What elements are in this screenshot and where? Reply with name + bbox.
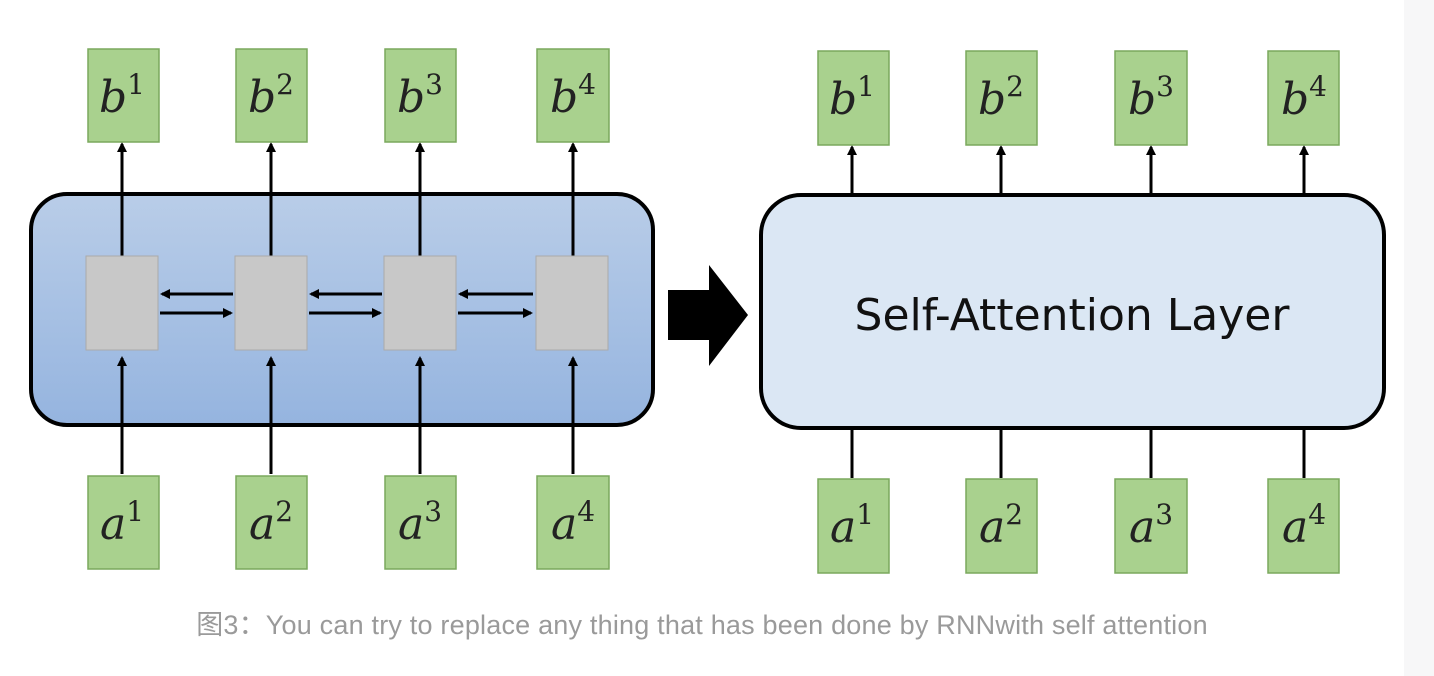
- attention-output-token-1: b1: [817, 50, 890, 146]
- attention-input-token-1: a1: [817, 478, 890, 574]
- rnn-output-token-4: b4: [536, 48, 610, 143]
- rnn-output-token-1: b1: [87, 48, 160, 143]
- svg-text:a4: a4: [551, 495, 595, 550]
- rnn-cell-1: [85, 255, 159, 351]
- svg-text:a2: a2: [249, 495, 293, 550]
- attention-input-token-4: a4: [1267, 478, 1340, 574]
- svg-text:b1: b1: [99, 68, 145, 123]
- rnn-input-token-1: a1: [87, 475, 160, 570]
- figure-caption: 图3：You can try to replace any thing that…: [196, 610, 1208, 640]
- rnn-box: [29, 192, 655, 427]
- attention-output-token-2: b2: [965, 50, 1038, 146]
- attention-output-token-4: b4: [1267, 50, 1340, 146]
- svg-text:b3: b3: [1128, 70, 1174, 125]
- rnn-panel: b1 b2 b3 b4 a1 a2: [29, 48, 655, 570]
- svg-text:b2: b2: [248, 68, 294, 123]
- rnn-input-token-4: a4: [536, 475, 610, 570]
- rnn-cell-2: [234, 255, 308, 351]
- svg-text:a1: a1: [100, 495, 144, 550]
- self-attention-panel: Self-Attention Layer b1 b2 b3 b4: [759, 50, 1386, 574]
- svg-text:b3: b3: [397, 68, 443, 123]
- rnn-output-token-3: b3: [384, 48, 457, 143]
- svg-text:a3: a3: [398, 495, 442, 550]
- rnn-vertical-arrows: [117, 142, 578, 474]
- attention-connectors: [847, 145, 1309, 478]
- rnn-output-token-2: b2: [235, 48, 308, 143]
- self-attention-layer-box: [759, 193, 1386, 430]
- svg-text:a3: a3: [1129, 498, 1173, 553]
- attention-output-tokens: b1 b2 b3 b4: [817, 50, 1340, 146]
- rnn-cells: [85, 255, 609, 351]
- page-side-strip: [1404, 0, 1434, 676]
- rnn-recurrent-arrows: [160, 289, 533, 318]
- self-attention-layer-label: Self-Attention Layer: [855, 290, 1291, 341]
- rnn-input-token-2: a2: [235, 475, 308, 570]
- rnn-to-self-attention-diagram: b1 b2 b3 b4 a1 a2: [29, 48, 1386, 574]
- attention-output-token-3: b3: [1114, 50, 1188, 146]
- svg-text:b2: b2: [978, 70, 1024, 125]
- svg-text:a4: a4: [1282, 498, 1326, 553]
- svg-text:a1: a1: [830, 498, 874, 553]
- rnn-cell-3: [383, 255, 457, 351]
- attention-input-tokens: a1 a2 a3 a4: [817, 478, 1340, 574]
- attention-input-token-3: a3: [1114, 478, 1188, 574]
- rnn-input-token-3: a3: [384, 475, 457, 570]
- svg-text:b4: b4: [1281, 70, 1327, 125]
- rnn-input-tokens: a1 a2 a3 a4: [87, 475, 610, 570]
- rnn-output-tokens: b1 b2 b3 b4: [87, 48, 610, 143]
- transform-arrow-icon: [668, 265, 748, 366]
- svg-text:a2: a2: [979, 498, 1023, 553]
- attention-input-token-2: a2: [965, 478, 1038, 574]
- rnn-cell-4: [535, 255, 609, 351]
- svg-text:b4: b4: [550, 68, 596, 123]
- svg-text:b1: b1: [829, 70, 875, 125]
